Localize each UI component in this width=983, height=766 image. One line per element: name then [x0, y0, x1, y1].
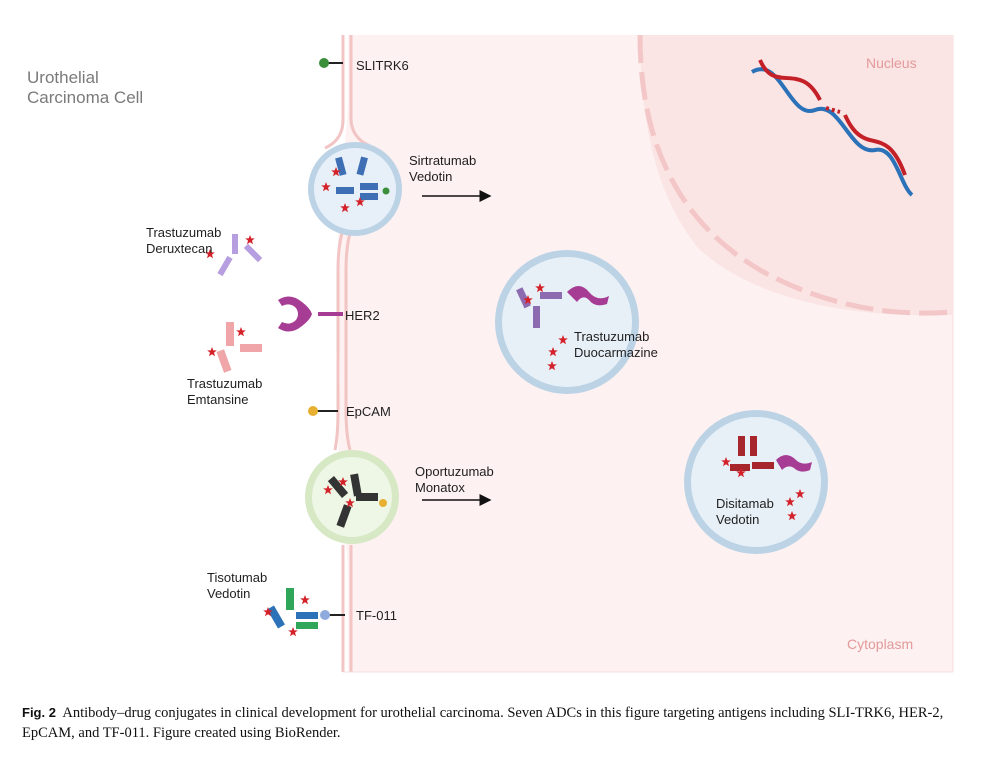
slitrk6-antigen-icon — [319, 58, 343, 68]
emtansine-label: Trastuzumab Emtansine — [187, 376, 263, 407]
cell-label: Urothelial Carcinoma Cell — [27, 68, 144, 107]
her2-antigen-icon — [278, 296, 343, 332]
cell-membrane — [324, 35, 345, 672]
duocarmazine-vesicle — [495, 250, 639, 394]
sirtratumab-vesicle — [308, 142, 402, 236]
tf011-antigen-icon — [320, 610, 345, 620]
deruxtecan-antibody-icon — [205, 234, 263, 277]
duocarmazine-label: Trastuzumab Duocarmazine — [574, 329, 658, 360]
epcam-label: EpCAM — [346, 404, 391, 419]
oportuzumab-label: Oportuzumab Monatox — [415, 464, 494, 495]
sirtratumab-label: Sirtratumab Vedotin — [409, 153, 477, 184]
disitamab-vesicle — [684, 410, 828, 554]
oportuzumab-vesicle — [305, 450, 399, 544]
nucleus-label: Nucleus — [866, 55, 917, 71]
dna-icon — [750, 59, 914, 197]
tf011-label: TF-011 — [356, 608, 397, 623]
nucleus-region — [640, 35, 953, 316]
tisotumab-label: Tisotumab Vedotin — [207, 570, 268, 601]
disitamab-label: Disitamab Vedotin — [716, 496, 774, 527]
figure-panel: Urothelial Carcinoma Cell Nucleus Cytopl… — [27, 34, 954, 673]
slitrk6-label: SLITRK6 — [356, 58, 409, 73]
figure-caption: Fig. 2 Antibody–drug conjugates in clini… — [22, 703, 967, 743]
caption-text: Antibody–drug conjugates in clinical dev… — [22, 705, 944, 741]
epcam-antigen-icon — [308, 406, 338, 416]
nuclear-envelope — [637, 34, 954, 316]
deruxtecan-label: Trastuzumab Deruxtecan — [146, 225, 222, 256]
cytoplasm-label: Cytoplasm — [847, 636, 914, 652]
emtansine-antibody-icon — [207, 322, 262, 373]
figure-illustration — [205, 34, 954, 673]
her2-label: HER2 — [345, 308, 380, 323]
tisotumab-antibody-icon — [263, 588, 318, 637]
caption-label: Fig. 2 — [22, 705, 56, 720]
